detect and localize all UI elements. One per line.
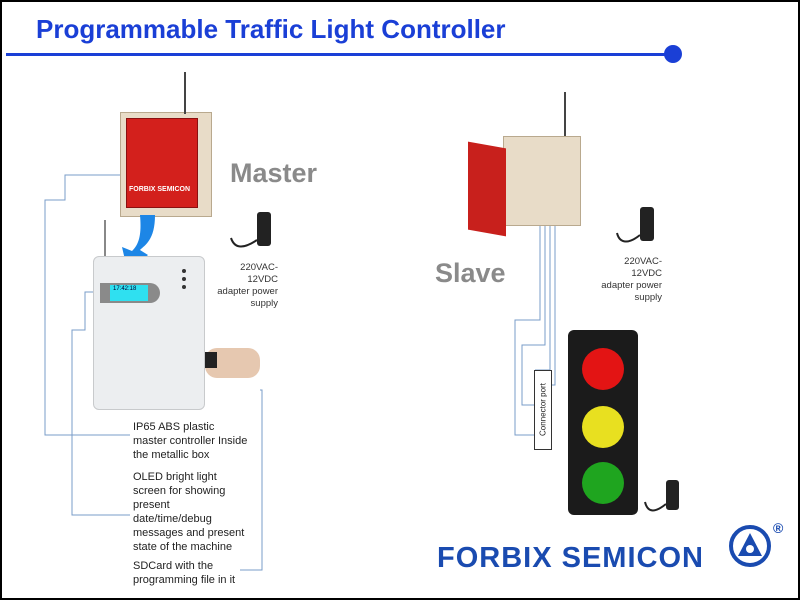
note-enclosure: IP65 ABS plastic master controller Insid… [133, 421, 248, 461]
power-adapter-icon [616, 207, 654, 243]
adapter-line: supply [634, 292, 662, 303]
adapter-line: adapter power [217, 286, 278, 297]
brand-name: FORBIX SEMICON [437, 542, 704, 574]
adapter-line: 220VAC-12VDC [240, 262, 278, 285]
forbix-logo-icon [729, 525, 771, 567]
power-adapter-icon [230, 212, 271, 248]
slave-label: Slave [435, 258, 506, 288]
note-oled: OLED bright light screen for showing pre… [133, 471, 245, 553]
abs-controller-box: 17:42:18 [93, 256, 205, 410]
title-underline [6, 53, 674, 56]
slave-antenna [564, 92, 566, 137]
slave-metal-box [503, 136, 581, 226]
master-label: Master [230, 158, 318, 188]
oled-screen: 17:42:18 [110, 285, 148, 301]
note-sdcard: SDCard with the programming file in it [133, 560, 236, 586]
power-adapter-icon [644, 480, 679, 512]
adapter-line: adapter power [601, 280, 662, 291]
green-lamp [582, 462, 624, 504]
traffic-light [568, 330, 638, 515]
controller-antenna [104, 220, 106, 258]
title-underline-dot [664, 45, 682, 63]
master-box-brand: FORBIX SEMICON [129, 186, 191, 193]
connector-port-label: Connector port [538, 383, 548, 436]
yellow-lamp [582, 406, 624, 448]
connector-port: Connector port [534, 370, 552, 450]
master-metal-box: FORBIX SEMICON [120, 112, 212, 217]
page-title: Programmable Traffic Light Controller [36, 14, 506, 44]
adapter-line: supply [250, 298, 278, 309]
hand-sdcard-image [205, 348, 260, 378]
red-lamp [582, 348, 624, 390]
adapter-line: 220VAC-12VDC [624, 256, 662, 279]
master-antenna [184, 72, 186, 114]
registered-mark: ® [773, 520, 784, 536]
slave-box-door [468, 141, 506, 237]
